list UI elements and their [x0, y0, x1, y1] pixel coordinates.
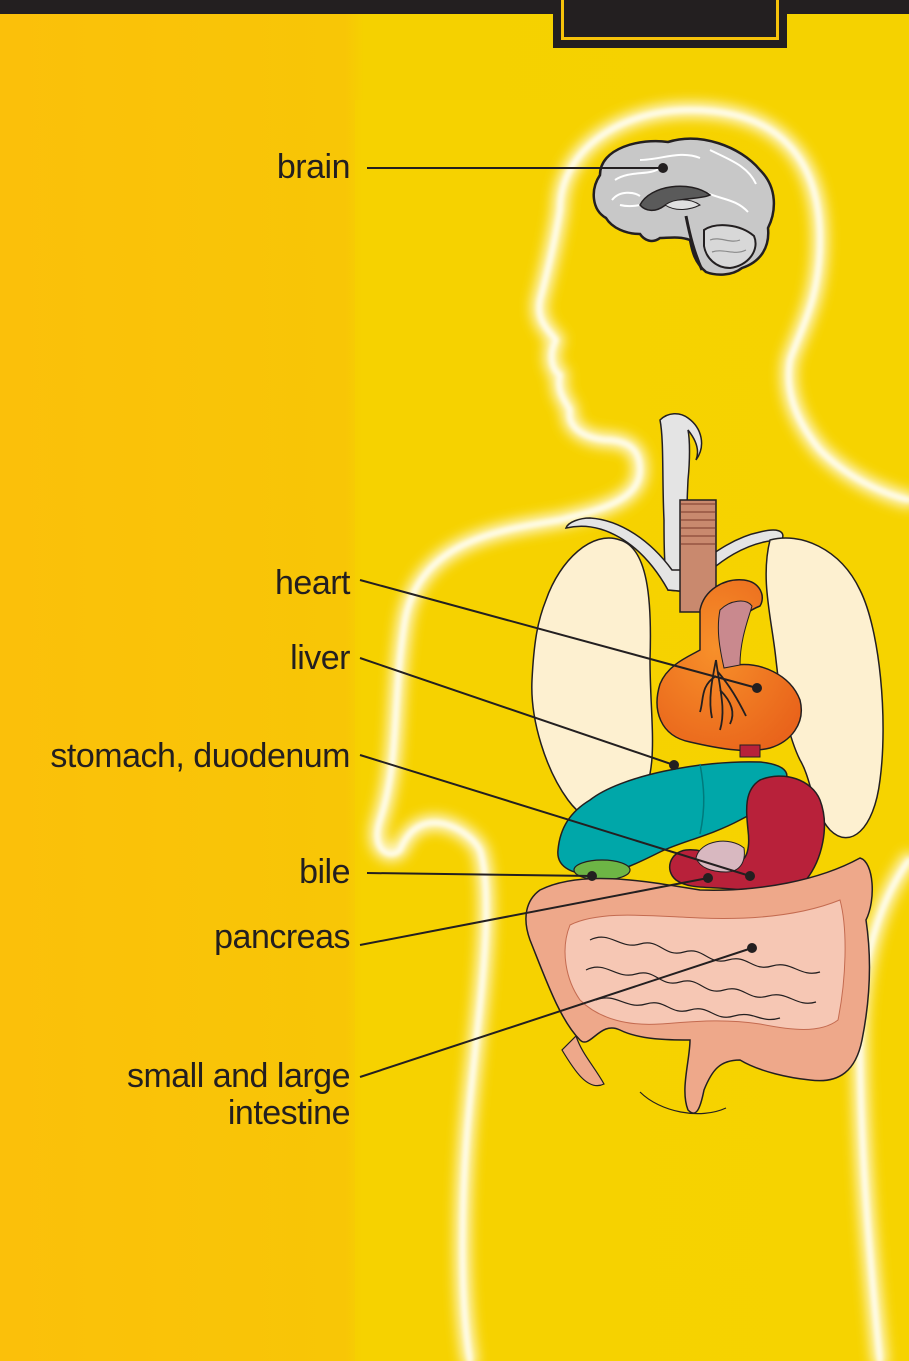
- heart-dot: [752, 683, 762, 693]
- label-stomach-duodenum: stomach, duodenum: [50, 738, 350, 775]
- gallbladder-icon: [574, 860, 630, 880]
- label-liver: liver: [290, 640, 350, 677]
- pancreas-dot: [703, 873, 713, 883]
- label-intestine-line2: intestine: [228, 1095, 350, 1132]
- top-tab-frame: [561, 0, 779, 40]
- liver-dot: [669, 760, 679, 770]
- bile-dot: [587, 871, 597, 881]
- label-brain: brain: [277, 149, 350, 186]
- label-bile: bile: [299, 854, 350, 891]
- intestine-dot: [747, 943, 757, 953]
- brain-dot: [658, 163, 668, 173]
- label-heart: heart: [275, 565, 350, 602]
- label-intestine-line1: small and large: [127, 1058, 350, 1095]
- stomach-dot: [745, 871, 755, 881]
- label-pancreas: pancreas: [214, 919, 350, 956]
